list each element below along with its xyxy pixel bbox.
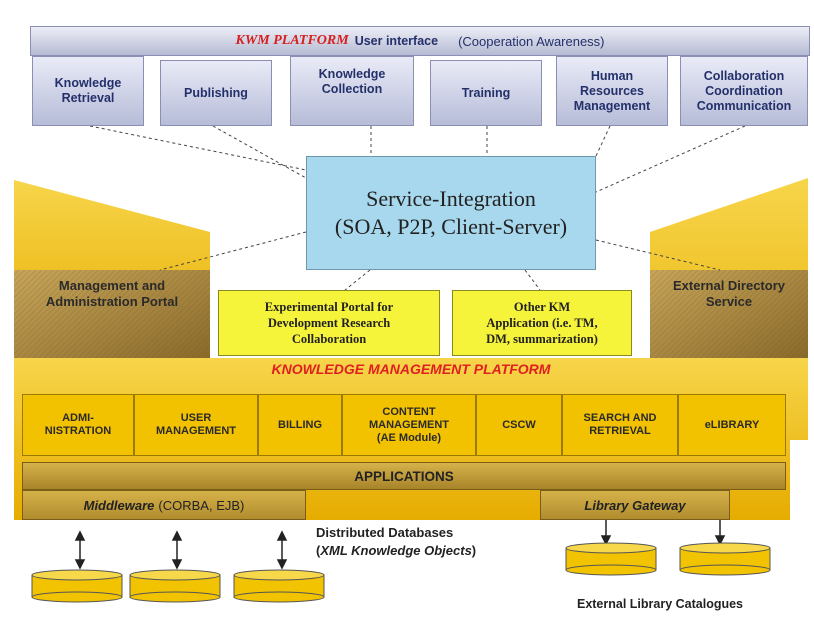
service-integration-subtitle: (SOA, P2P, Client-Server) — [334, 214, 568, 239]
database-cylinder — [31, 569, 123, 603]
ui-box-training: Training — [430, 60, 542, 126]
database-cylinder — [129, 569, 221, 603]
management-portal-label: Management and Administration Portal — [45, 278, 179, 309]
external-directory-label: External Directory Service — [673, 278, 785, 309]
module-cscw: CSCW — [476, 394, 562, 456]
database-cylinder — [565, 542, 657, 576]
external-library-catalogues-label: External Library Catalogues — [576, 597, 744, 611]
user-interface-bar: KWM PLATFORM User interface (Cooperation… — [30, 26, 810, 56]
applications-bar: APPLICATIONS — [22, 462, 786, 490]
ui-box-knowledge-retrieval: Knowledge Retrieval — [32, 56, 144, 126]
module-elibrary: eLIBRARY — [678, 394, 786, 456]
ui-box-human-resources: Human Resources Management — [556, 56, 668, 126]
module-billing: BILLING — [258, 394, 342, 456]
library-gateway-box: Library Gateway — [540, 490, 730, 520]
module-user-management: USER MANAGEMENT — [134, 394, 258, 456]
database-cylinder — [679, 542, 771, 576]
knowledge-management-platform-title: KNOWLEDGE MANAGEMENT PLATFORM — [271, 361, 551, 377]
database-cylinders — [31, 542, 771, 603]
ui-box-collaboration: Collaboration Coordination Communication — [680, 56, 808, 126]
user-interface-label: User interface — [354, 34, 439, 48]
middleware-detail: (CORBA, EJB) — [158, 497, 245, 513]
middleware-box: Middleware (CORBA, EJB) — [22, 490, 306, 520]
ui-box-knowledge-collection: Knowledge Collection — [290, 56, 414, 126]
distributed-databases-title: Distributed Databases — [316, 525, 454, 540]
distributed-databases-label: Distributed Databases (XML Knowledge Obj… — [316, 524, 546, 560]
module-search-retrieval: SEARCH AND RETRIEVAL — [562, 394, 678, 456]
distributed-databases-subtitle: (XML Knowledge Objects) — [316, 543, 477, 558]
database-cylinder — [233, 569, 325, 603]
platform-name: KWM PLATFORM — [235, 33, 349, 48]
ui-connector-lines — [89, 125, 746, 291]
module-content-management: CONTENT MANAGEMENT (AE Module) — [342, 394, 476, 456]
service-integration-title: Service-Integration — [366, 186, 536, 211]
cooperation-awareness-label: (Cooperation Awareness) — [458, 33, 605, 49]
module-administration: ADMI- NISTRATION — [22, 394, 134, 456]
service-integration-box: Service-Integration (SOA, P2P, Client-Se… — [306, 156, 596, 270]
ui-box-publishing: Publishing — [160, 60, 272, 126]
middleware-name: Middleware — [83, 497, 155, 513]
experimental-portal-box: Experimental Portal for Development Rese… — [218, 290, 440, 356]
other-km-application-box: Other KM Application (i.e. TM, DM, summa… — [452, 290, 632, 356]
